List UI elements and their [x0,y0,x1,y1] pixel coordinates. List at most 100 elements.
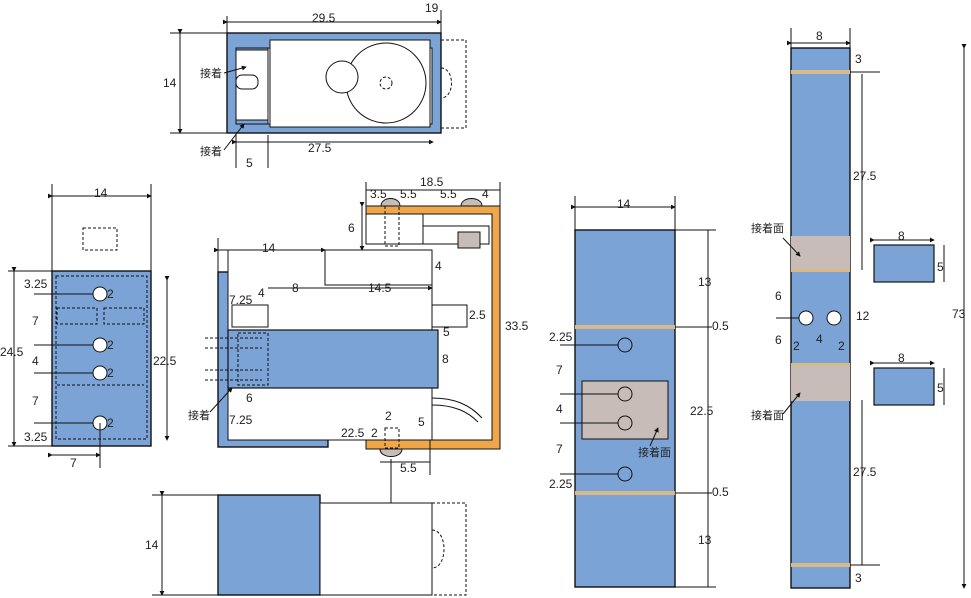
hole-dim-4: 2 [107,416,114,430]
plate-glue-area [581,380,669,440]
hole-dim-2: 2 [107,338,114,352]
top-view-horn-disc [345,42,427,124]
dim-7-25b: 7.25 [229,413,253,427]
dim-27-5b: 27.5 [853,465,877,479]
hole-dim-1: 2 [107,287,114,301]
strip-pad-top [873,244,935,283]
dim-2-25b: 2.25 [549,477,573,491]
top-view-horn-lobe [325,60,359,94]
dim-2b: 2 [371,426,378,440]
dim-7-25a: 7.25 [229,293,253,307]
hole-dim-3: 2 [107,366,114,380]
dim-2a: 2 [385,409,392,423]
dim-4a: 4 [482,187,489,201]
dim-2a-strip: 2 [793,339,800,353]
dim-22-5-plate: 22.5 [690,404,714,418]
bolt-head [457,231,481,249]
dim-3-5: 3.5 [370,187,387,201]
dim-0-5a: 0.5 [712,319,729,333]
bottom-servo-body [319,502,433,596]
dim-6b: 6 [246,391,253,405]
dim-2-25a: 2.25 [549,330,573,344]
left-view-dashed-outline [55,275,148,440]
dim-7b-plate: 7 [556,442,563,456]
nut-right [460,198,483,207]
dim-14-left: 14 [94,186,108,200]
dim-5-5b: 5.5 [440,187,457,201]
glue-label-top: 接着 [200,66,222,80]
dim-3-25b: 3.25 [24,430,48,444]
glue-surface-label-bottom: 接着面 [751,408,784,422]
hole-1 [92,286,108,302]
top-view-dashed-notch [440,67,452,99]
dim-4: 4 [32,354,39,368]
dim-33-5: 33.5 [505,319,529,333]
dim-24-5: 24.5 [0,345,24,359]
dim-22-5-left: 22.5 [153,354,177,368]
strip-hole-1 [798,310,814,326]
servo-wires [431,397,483,423]
dim-4-strip: 4 [816,332,823,346]
plate-band-top [575,325,675,329]
dim-5-5a: 5.5 [400,187,417,201]
dim-5b-strip: 5 [937,381,944,395]
dim-5-5c: 5.5 [400,461,417,475]
dim-18-5: 18.5 [420,175,444,189]
dim-14: 14 [163,76,177,90]
left-view: 14 3.25 7 24.5 4 7 3.25 22.5 2 2 2 2 7 [0,184,177,470]
dim-3-25a: 3.25 [24,277,48,291]
dim-8a-strip: 8 [816,29,823,43]
glue-label-center: 接着 [188,408,210,422]
bottom-view: 14 [145,490,467,596]
dim-27-5: 27.5 [308,141,332,155]
dim-14-center: 14 [262,241,276,255]
glue-label-bottom: 接着 [200,144,222,158]
dim-2b-strip: 2 [838,339,845,353]
dim-22-5-center: 22.5 [341,426,365,440]
dim-3a: 3 [855,52,862,66]
dim-7b: 7 [32,394,39,408]
hole-3 [92,365,108,381]
left-view-dashed-top [82,227,118,251]
dim-27-5a: 27.5 [853,169,877,183]
dim-13b: 13 [698,533,712,547]
plate-view: 14 13 0.5 2.25 7 4 22.5 7 2.25 0.5 13 接着… [549,196,729,588]
top-view-dashed-tab [441,39,467,129]
dim-14-bottom: 14 [145,538,159,552]
dim-8b-strip: 8 [898,229,905,243]
nut-left [380,198,401,207]
strip-glue-top [791,236,850,272]
strip-glue-bottom [791,363,850,401]
servo-top-block [324,249,433,286]
dim-13a: 13 [698,275,712,289]
dim-6a: 6 [348,221,355,235]
nut-bottom [379,448,403,457]
dim-8c-strip: 8 [898,351,905,365]
strip-hole-2 [826,310,842,326]
glue-surface-label-top: 接着面 [751,221,784,235]
dim-4b-top: 4 [435,259,442,273]
plate-band-bottom [575,491,675,495]
dim-2-5: 2.5 [469,308,486,322]
dim-8b: 8 [442,352,449,366]
servo-shaft-stub [431,304,468,328]
dim-5a-strip: 5 [937,260,944,274]
dim-12: 12 [856,309,870,323]
dim-7c: 7 [70,456,77,470]
glue-surface-label-plate: 接着面 [638,445,671,459]
hole-2 [92,337,108,353]
dim-4-plate: 4 [556,402,563,416]
dim-7a-plate: 7 [556,363,563,377]
dim-3b: 3 [855,571,862,585]
dim-7a: 7 [32,314,39,328]
dim-5b: 5 [418,415,425,429]
servo-mount-band [227,329,439,389]
dim-4b: 4 [258,286,265,300]
dim-14-plate: 14 [617,197,631,211]
dim-5: 5 [246,156,253,170]
dim-19: 19 [425,1,439,15]
bottom-blue-block [217,494,321,596]
top-view-shaft [379,76,393,90]
top-view: 29.5 19 14 接着 接着 5 27.5 [163,1,467,170]
